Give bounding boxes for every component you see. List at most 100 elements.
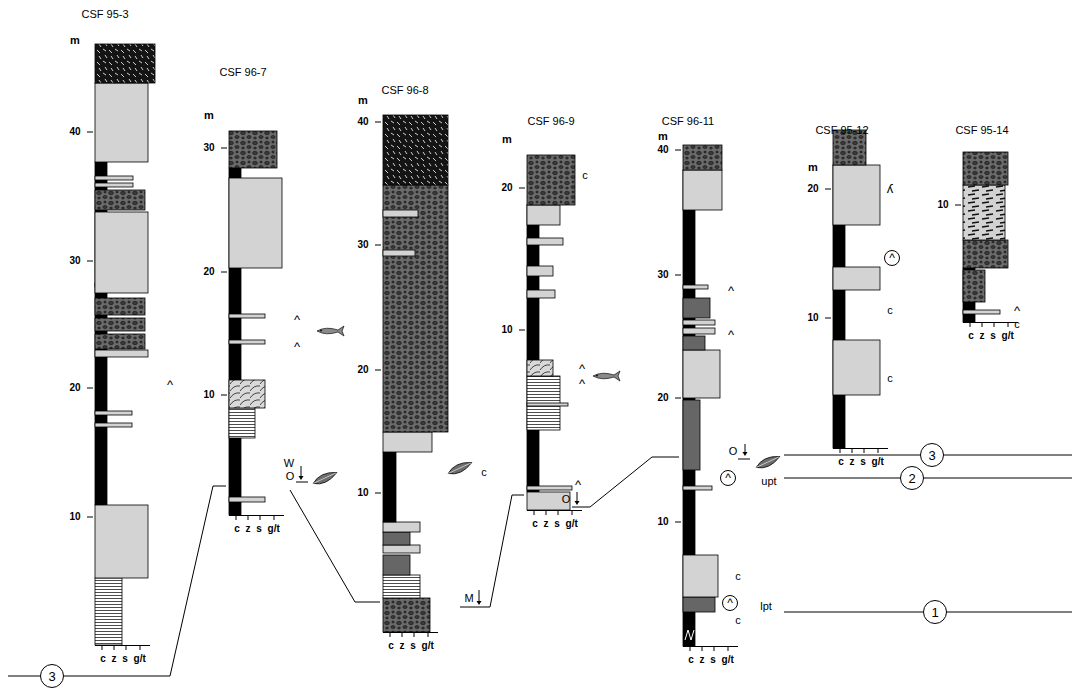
- sandstone-bed: [683, 486, 712, 490]
- grain-tick: [864, 448, 865, 453]
- fish-eye: [320, 330, 322, 332]
- depth-number: 30: [203, 143, 214, 153]
- sample-marker: [296, 466, 308, 482]
- sandstone-bed: [527, 403, 568, 406]
- section-column: [87, 44, 155, 650]
- grain-tick: [274, 515, 275, 520]
- mudstone-bed: [383, 452, 396, 522]
- column-title: CSF 95-3: [81, 9, 128, 20]
- marker-bar: [572, 507, 590, 508]
- grain-tick: [982, 322, 983, 327]
- grain-tick: [852, 448, 853, 453]
- grain-axis: [527, 510, 582, 511]
- grain-axis: [95, 645, 150, 646]
- grain-scale: c z s g/t: [388, 641, 434, 651]
- mudstone-bed: [527, 205, 539, 492]
- correlation-number: 3: [40, 664, 64, 688]
- siltstone-bed: [683, 597, 715, 612]
- correlation-line: [290, 490, 380, 602]
- depth-tick: [825, 189, 831, 190]
- sandstone-bed: [833, 340, 880, 395]
- grain-tick: [140, 645, 141, 650]
- conglomerate-bed: [963, 270, 985, 302]
- section-column: [825, 130, 888, 453]
- grain-axis: [963, 322, 1018, 323]
- grain-tick: [390, 632, 391, 637]
- node-text: 3: [48, 670, 55, 683]
- grain-tick: [102, 645, 103, 650]
- marker-head: [575, 501, 580, 505]
- grain-tick: [414, 632, 415, 637]
- depth-number: 40: [69, 127, 80, 137]
- fossil-symbol: ^: [579, 362, 585, 375]
- sandstone-bed: [383, 250, 415, 256]
- sandstone-bed: [95, 183, 133, 187]
- conglomerate-bed: [383, 598, 430, 632]
- grain-tick: [534, 510, 535, 515]
- marker-bar: [296, 482, 308, 483]
- grain-scale: c z s g/t: [838, 457, 884, 467]
- depth-number: 10: [69, 512, 80, 522]
- fish-body: [593, 371, 620, 381]
- conglomerate-bed: [95, 190, 145, 210]
- marker-head: [743, 452, 748, 456]
- depth-tick: [675, 398, 681, 399]
- note-letter: W: [284, 458, 294, 469]
- correlation-line: [784, 478, 1072, 479]
- depth-tick: [675, 275, 681, 276]
- note-letter: c: [481, 467, 487, 478]
- depth-number: 30: [69, 256, 80, 266]
- depth-tick: [955, 205, 961, 206]
- volcanic-bed: [95, 44, 155, 83]
- marker-stem: [745, 444, 746, 452]
- section-column: [519, 155, 582, 515]
- note-letter: lpt: [760, 601, 772, 612]
- depth-tick: [519, 188, 525, 189]
- note-letter: M: [464, 593, 473, 604]
- laminated-bed: [95, 578, 122, 645]
- grain-tick: [126, 645, 127, 650]
- siltstone-bed: [683, 336, 705, 350]
- leaf-blade: [755, 453, 782, 471]
- conglomerate-bed: [95, 318, 145, 331]
- node-text: 1: [931, 606, 938, 619]
- note-letter: c: [1014, 319, 1020, 330]
- depth-tick: [375, 122, 381, 123]
- conglomerate-bed: [383, 185, 448, 432]
- depth-number: 20: [69, 383, 80, 393]
- depth-number: 20: [657, 393, 668, 403]
- siltstone-bed: [683, 400, 700, 470]
- depth-tick: [87, 517, 93, 518]
- sample-marker: [738, 444, 750, 459]
- correlation-number: 1: [923, 600, 947, 624]
- column-title: CSF 96-8: [381, 85, 428, 96]
- grain-tick: [690, 646, 691, 651]
- correlation-number: 3: [920, 443, 944, 467]
- note-letter: O: [562, 494, 571, 505]
- sandstone-bed: [683, 285, 708, 289]
- grain-tick: [702, 646, 703, 651]
- depth-number: 20: [807, 184, 818, 194]
- node-text: 3: [928, 449, 935, 462]
- volcanic-bed: [383, 115, 448, 185]
- grain-axis: [383, 632, 438, 633]
- conglomerate-bed: [683, 145, 722, 170]
- grain-scale: c z s g/t: [100, 654, 146, 664]
- sandstone-bed: [95, 423, 132, 427]
- fish-fossil: [593, 371, 620, 381]
- column-title: CSF 96-7: [219, 67, 266, 78]
- depth-tick: [825, 318, 831, 319]
- fossil-symbol: ^: [294, 313, 300, 326]
- sandstone-bed: [527, 492, 570, 510]
- depth-tick: [221, 148, 227, 149]
- sandstone-bed: [683, 170, 722, 210]
- marker-stem: [479, 590, 480, 601]
- leaf-midrib: [313, 473, 336, 484]
- sandstone-bed: [527, 486, 572, 490]
- node-text: ^: [889, 252, 895, 264]
- grain-tick: [402, 632, 403, 637]
- marker-head: [477, 601, 482, 605]
- grain-scale: c z s g/t: [532, 519, 578, 529]
- conglomerate-bed: [963, 152, 1008, 185]
